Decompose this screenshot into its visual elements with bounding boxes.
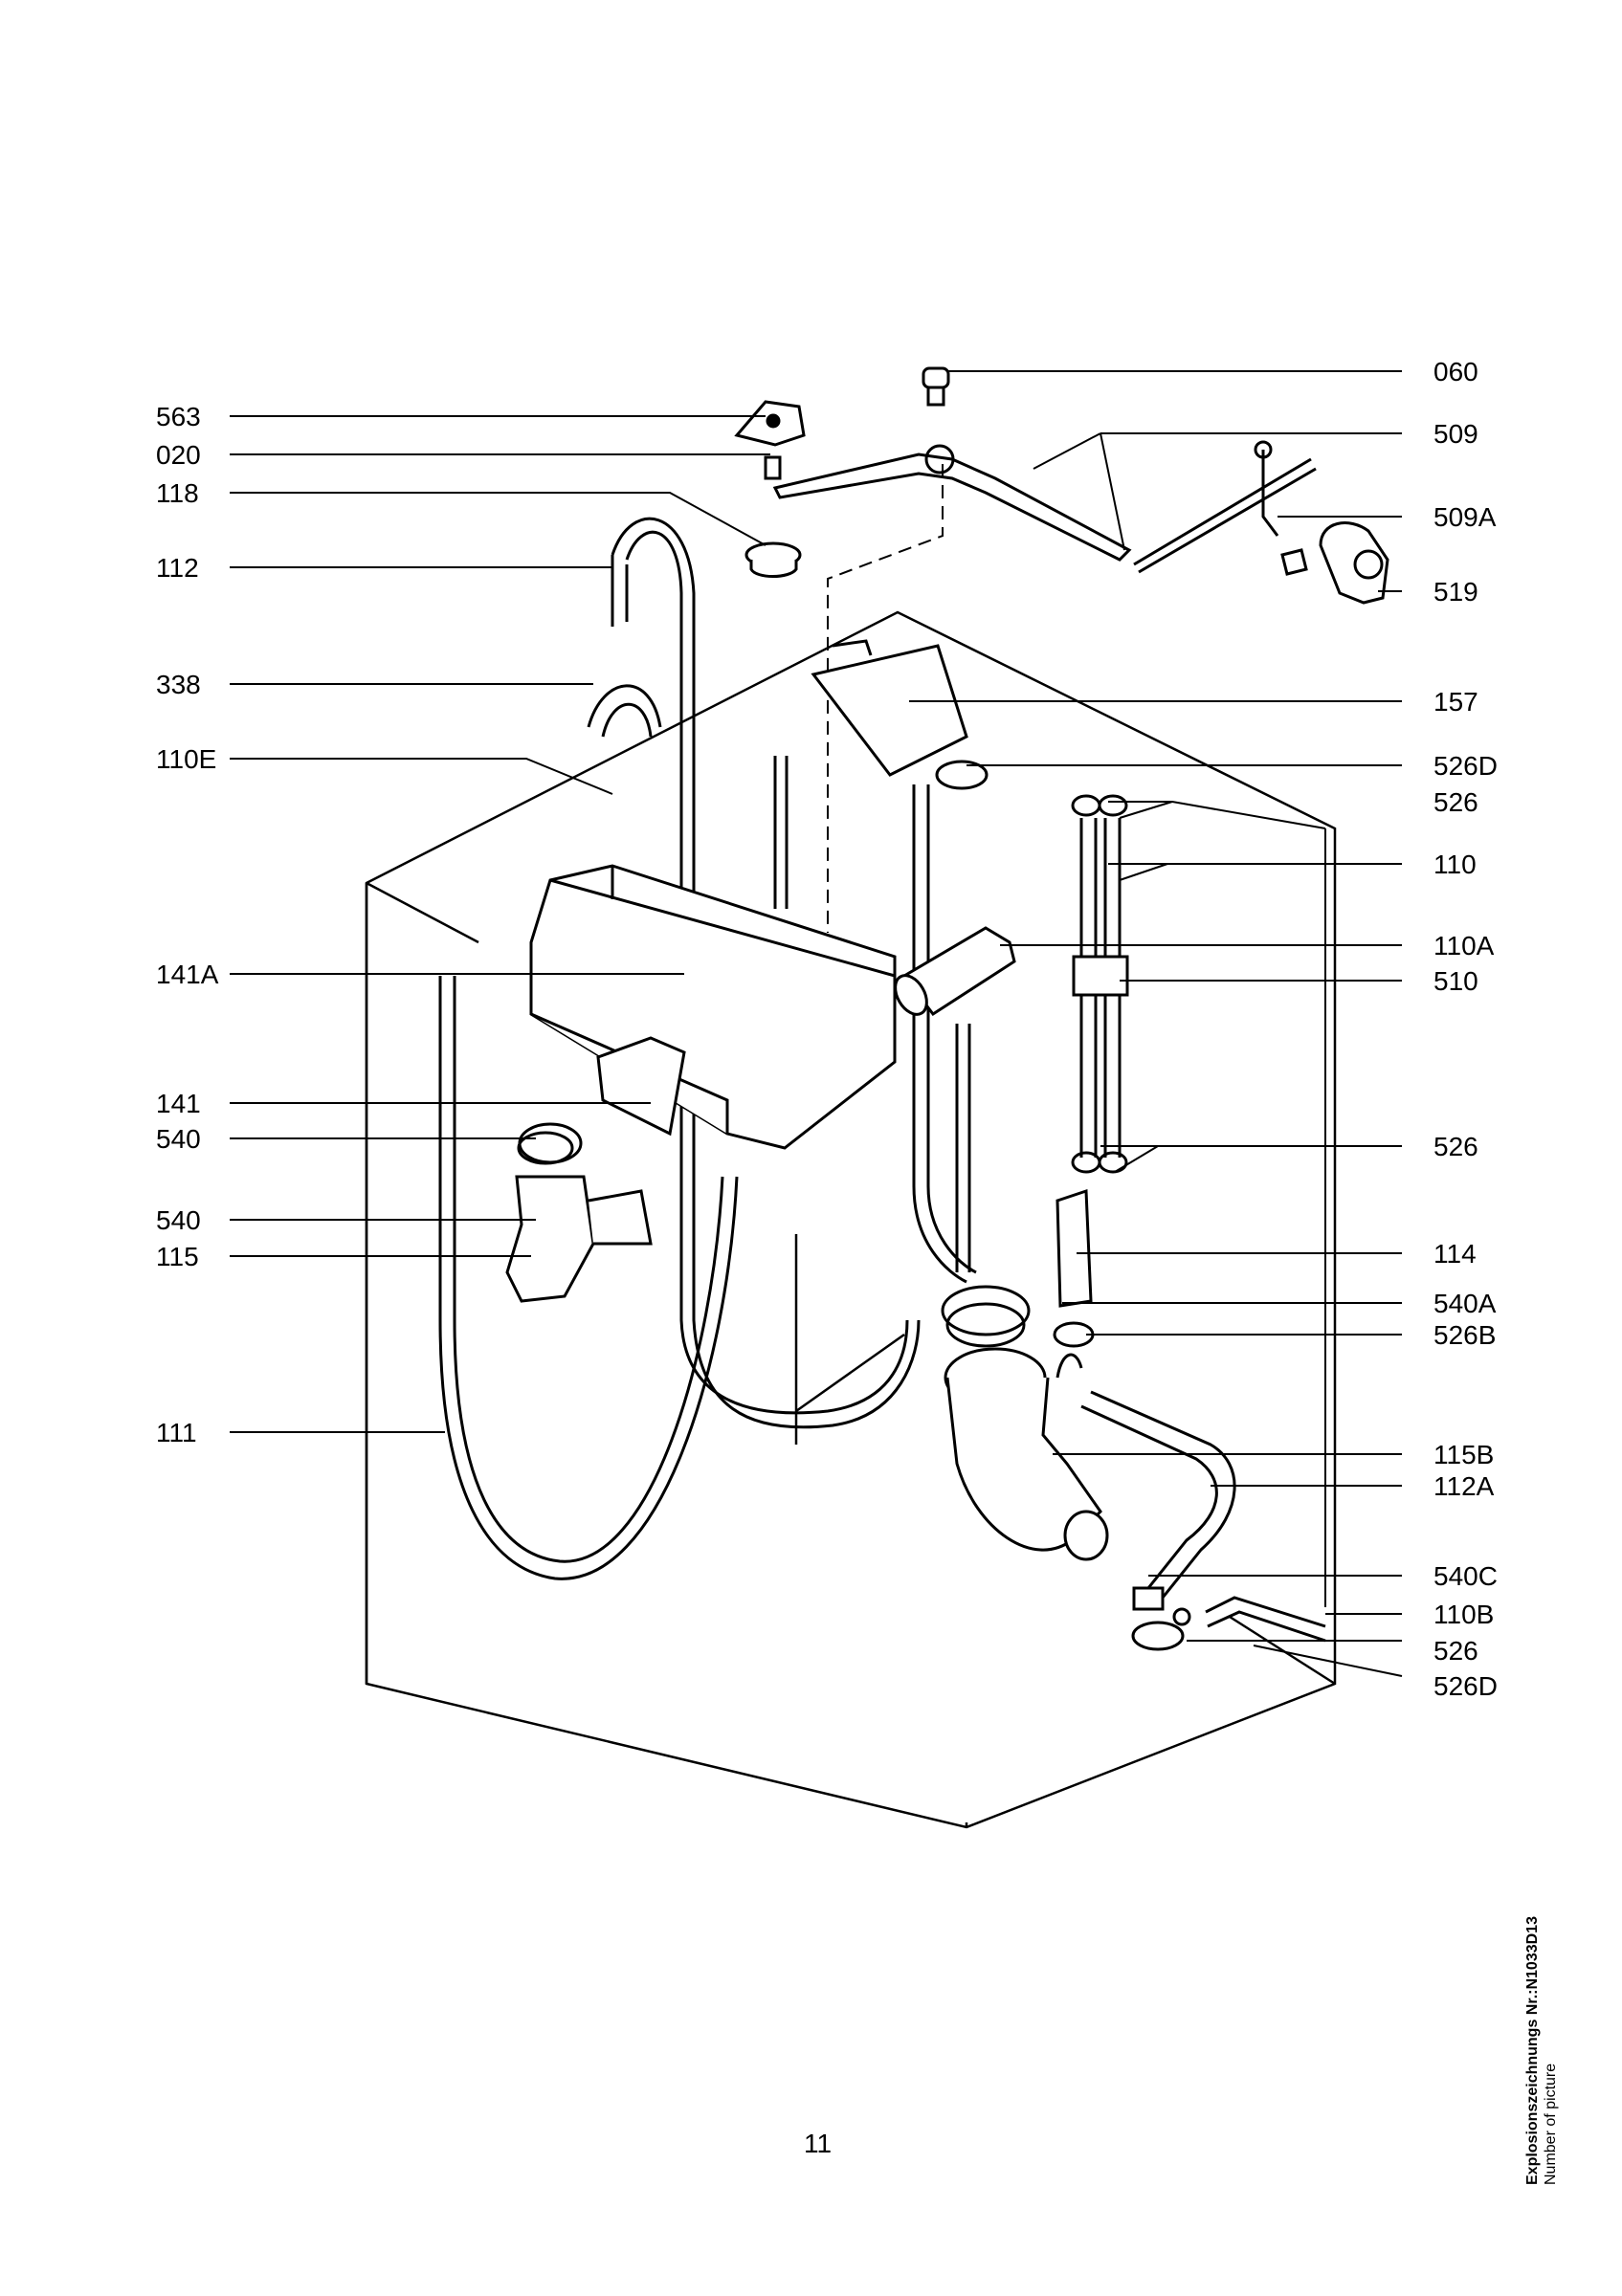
callout-060: 060 <box>1433 357 1478 386</box>
callout-526-middle: 526 <box>1433 1132 1478 1161</box>
hoses <box>438 517 977 1580</box>
callout-111: 111 <box>156 1418 197 1447</box>
top-left-small-parts <box>734 400 806 578</box>
inlet-hose-110 <box>1072 818 1129 1158</box>
callout-110E: 110E <box>156 744 216 774</box>
callout-526-bottom: 526 <box>1433 1636 1478 1666</box>
callout-563: 563 <box>156 402 201 431</box>
dispenser-cover-157 <box>811 639 968 777</box>
callout-338: 338 <box>156 670 201 699</box>
filter-114 <box>1055 1188 1093 1308</box>
leader-lines <box>230 370 1403 1677</box>
bellows-hose-110A <box>894 926 1016 1017</box>
callout-115B: 115B <box>1433 1440 1494 1469</box>
callout-519: 519 <box>1433 577 1478 607</box>
cabinet-outline <box>365 610 1337 1829</box>
callout-526D-bottom: 526D <box>1433 1671 1498 1701</box>
callout-509: 509 <box>1433 419 1478 449</box>
knob-060 <box>922 366 950 407</box>
callout-114: 114 <box>1433 1239 1477 1269</box>
callout-020: 020 <box>156 440 201 470</box>
callout-110A: 110A <box>1433 931 1495 960</box>
callouts-right: 060 509 509A 519 157 526D 526 110 110A 5… <box>1433 357 1498 1701</box>
drain-hose-112A <box>1080 1390 1236 1611</box>
caption-line-1: Explosionszeichnungs Nr.:N1033D13 <box>1524 1916 1541 2185</box>
callout-540-bottom: 540 <box>156 1205 201 1235</box>
callout-141A: 141A <box>156 960 219 989</box>
callout-110B: 110B <box>1433 1600 1494 1629</box>
hose-110B <box>1205 1596 1326 1643</box>
tie-rod-assembly <box>772 440 1317 574</box>
hose-clamps <box>518 760 1191 1651</box>
callout-540A: 540A <box>1433 1289 1497 1318</box>
callout-510: 510 <box>1433 966 1478 996</box>
detergent-dispenser <box>529 864 897 1150</box>
callout-540-top: 540 <box>156 1124 201 1154</box>
callout-157: 157 <box>1433 687 1478 717</box>
pump-housing-115B <box>944 1302 1109 1561</box>
callout-115: 115 <box>156 1242 199 1271</box>
hose-loop-112 <box>587 555 662 738</box>
callout-118: 118 <box>156 478 199 508</box>
bracket-519 <box>1280 521 1389 605</box>
callout-509A: 509A <box>1433 502 1497 532</box>
callout-540C: 540C <box>1433 1561 1498 1591</box>
callouts-left: 563 020 118 112 338 110E 141A 141 540 54… <box>156 402 219 1447</box>
callout-112A: 112A <box>1433 1471 1495 1501</box>
callout-110: 110 <box>1433 850 1477 879</box>
alignment-dashed-line <box>827 464 944 933</box>
callout-112: 112 <box>156 553 199 583</box>
callout-526D-top: 526D <box>1433 751 1498 781</box>
picture-number-caption: Explosionszeichnungs Nr.:N1033D13 Number… <box>1523 1841 1581 2185</box>
caption-line-2: Number of picture <box>1543 2063 1559 2185</box>
callout-526B: 526B <box>1433 1320 1496 1350</box>
page-number: 11 <box>804 2129 833 2158</box>
callout-526-top: 526 <box>1433 787 1478 817</box>
callout-141: 141 <box>156 1089 201 1118</box>
